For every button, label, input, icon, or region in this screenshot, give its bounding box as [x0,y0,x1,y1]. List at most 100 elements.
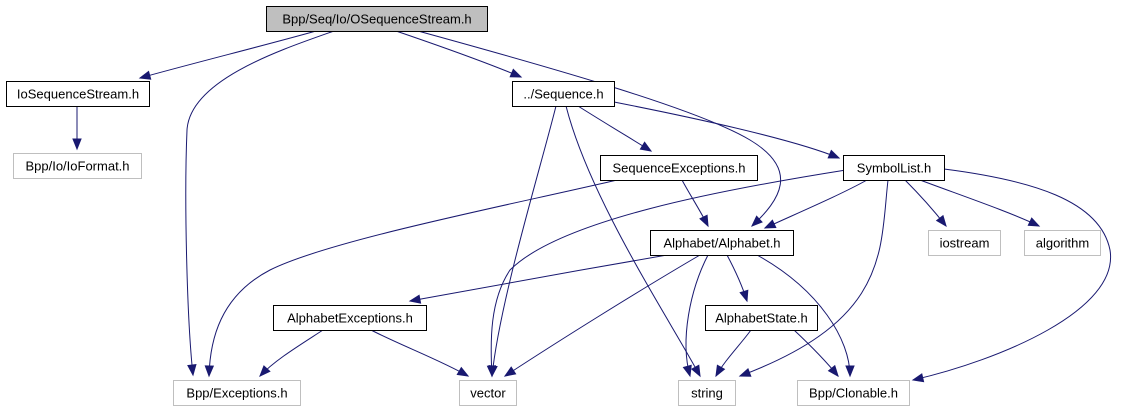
edge-line [490,169,847,377]
node-label: SymbolList.h [857,161,931,176]
edge-line [259,329,324,377]
edge-alphabetexceptions-to-vector [370,329,470,377]
node-label: IoSequenceStream.h [17,87,139,102]
arrowhead [408,294,422,304]
edge-symbollist-to-alphabet [763,179,868,229]
node-ioformat: Bpp/Io/IoFormat.h [13,153,142,179]
edge-root-to-iosequencestream [138,30,317,80]
node-box [173,380,301,406]
node-alphabet[interactable]: Alphabet/Alphabet.h [650,230,794,256]
node-box [650,230,794,256]
arrowhead [187,364,197,377]
edge-line [395,30,522,78]
edge-line [919,179,1040,227]
node-box [678,380,736,406]
node-box [705,305,818,331]
edge-alphabetexceptions-to-exceptions [259,329,324,377]
edge-symbollist-to-algorithm [919,179,1041,227]
arrowhead [639,141,653,152]
node-label: string [691,386,723,401]
node-sequence[interactable]: ../Sequence.h [512,81,615,107]
edge-root-to-alphabet [417,30,782,227]
arrowhead [138,70,152,80]
node-label: ../Sequence.h [523,87,603,102]
node-exceptions: Bpp/Exceptions.h [173,380,301,406]
edge-iosequencestream-to-ioformat [72,106,82,151]
edge-line [491,105,557,377]
node-box [843,155,945,181]
node-label: Bpp/Io/IoFormat.h [25,159,129,174]
node-box [13,153,142,179]
node-box [1024,230,1101,256]
edge-alphabet-to-clonable [756,254,855,378]
edge-line [685,254,709,377]
edge-line [577,105,652,152]
node-iosequencestream[interactable]: IoSequenceStream.h [6,81,150,107]
node-box [600,155,758,181]
edge-symbollist-to-vector [486,169,847,378]
node-alphabetstate[interactable]: AlphabetState.h [705,305,818,331]
node-iostream: iostream [928,230,1001,256]
node-box [266,6,488,32]
node-box [512,81,615,107]
node-label: vector [470,386,506,401]
arrowhead [690,364,701,378]
node-clonable: Bpp/Clonable.h [797,380,910,406]
node-root[interactable]: Bpp/Seq/Io/OSequenceStream.h [266,6,488,32]
edge-symbollist-to-iostream [904,179,947,228]
edge-line [756,254,851,377]
edge-line [370,329,469,377]
node-label: algorithm [1036,236,1089,251]
arrowhead [751,215,763,227]
node-label: Bpp/Exceptions.h [186,386,287,401]
edge-sequence-to-symbollist [613,101,841,159]
edge-line [613,101,840,159]
edge-line [739,179,889,377]
node-label: Bpp/Clonable.h [809,386,898,401]
edge-sequence-to-vector [488,105,557,378]
edge-line [764,179,868,229]
edge-line [208,179,618,377]
edge-symbollist-to-clonable [911,168,1111,383]
node-vector: vector [459,380,517,406]
edge-symbollist-to-string [738,179,889,377]
node-box [6,81,150,107]
edge-alphabetstate-to-clonable [793,329,839,378]
edge-alphabet-to-alphabetstate [726,254,749,303]
node-symbollist[interactable]: SymbolList.h [843,155,945,181]
arrowhead [911,373,925,383]
node-alphabetexceptions[interactable]: AlphabetExceptions.h [273,305,427,331]
node-label: Alphabet/Alphabet.h [663,236,780,251]
edge-alphabet-to-alphabetexceptions [408,254,668,304]
edge-alphabetstate-to-string [715,329,752,378]
node-box [797,380,910,406]
arrowhead [845,365,855,378]
arrowhead [739,289,749,303]
edge-line [504,254,701,377]
arrowhead [456,366,470,377]
edge-line [185,30,335,376]
node-label: Bpp/Seq/Io/OSequenceStream.h [282,12,471,27]
edge-root-to-sequence [395,30,523,78]
edge-line [912,168,1111,381]
node-sequenceexceptions[interactable]: SequenceExceptions.h [600,155,758,181]
arrowhead [72,138,82,151]
node-label: AlphabetState.h [715,311,808,326]
arrowhead [699,214,709,228]
arrowhead [763,219,777,229]
arrowhead [738,367,752,377]
edges-layer [72,30,1111,383]
edge-sequence-to-sequenceexceptions [577,105,653,152]
node-algorithm: algorithm [1024,230,1101,256]
edge-sequenceexceptions-to-exceptions [204,179,618,378]
edge-alphabet-to-string [682,254,709,378]
node-label: iostream [940,236,990,251]
nodes-layer: Bpp/Seq/Io/OSequenceStream.hIoSequenceSt… [6,6,1101,406]
edge-root-to-exceptions [185,30,335,377]
arrowhead [827,364,839,378]
node-box [928,230,1001,256]
arrowhead [682,364,692,378]
edge-line [409,254,668,302]
arrowhead [715,364,726,378]
